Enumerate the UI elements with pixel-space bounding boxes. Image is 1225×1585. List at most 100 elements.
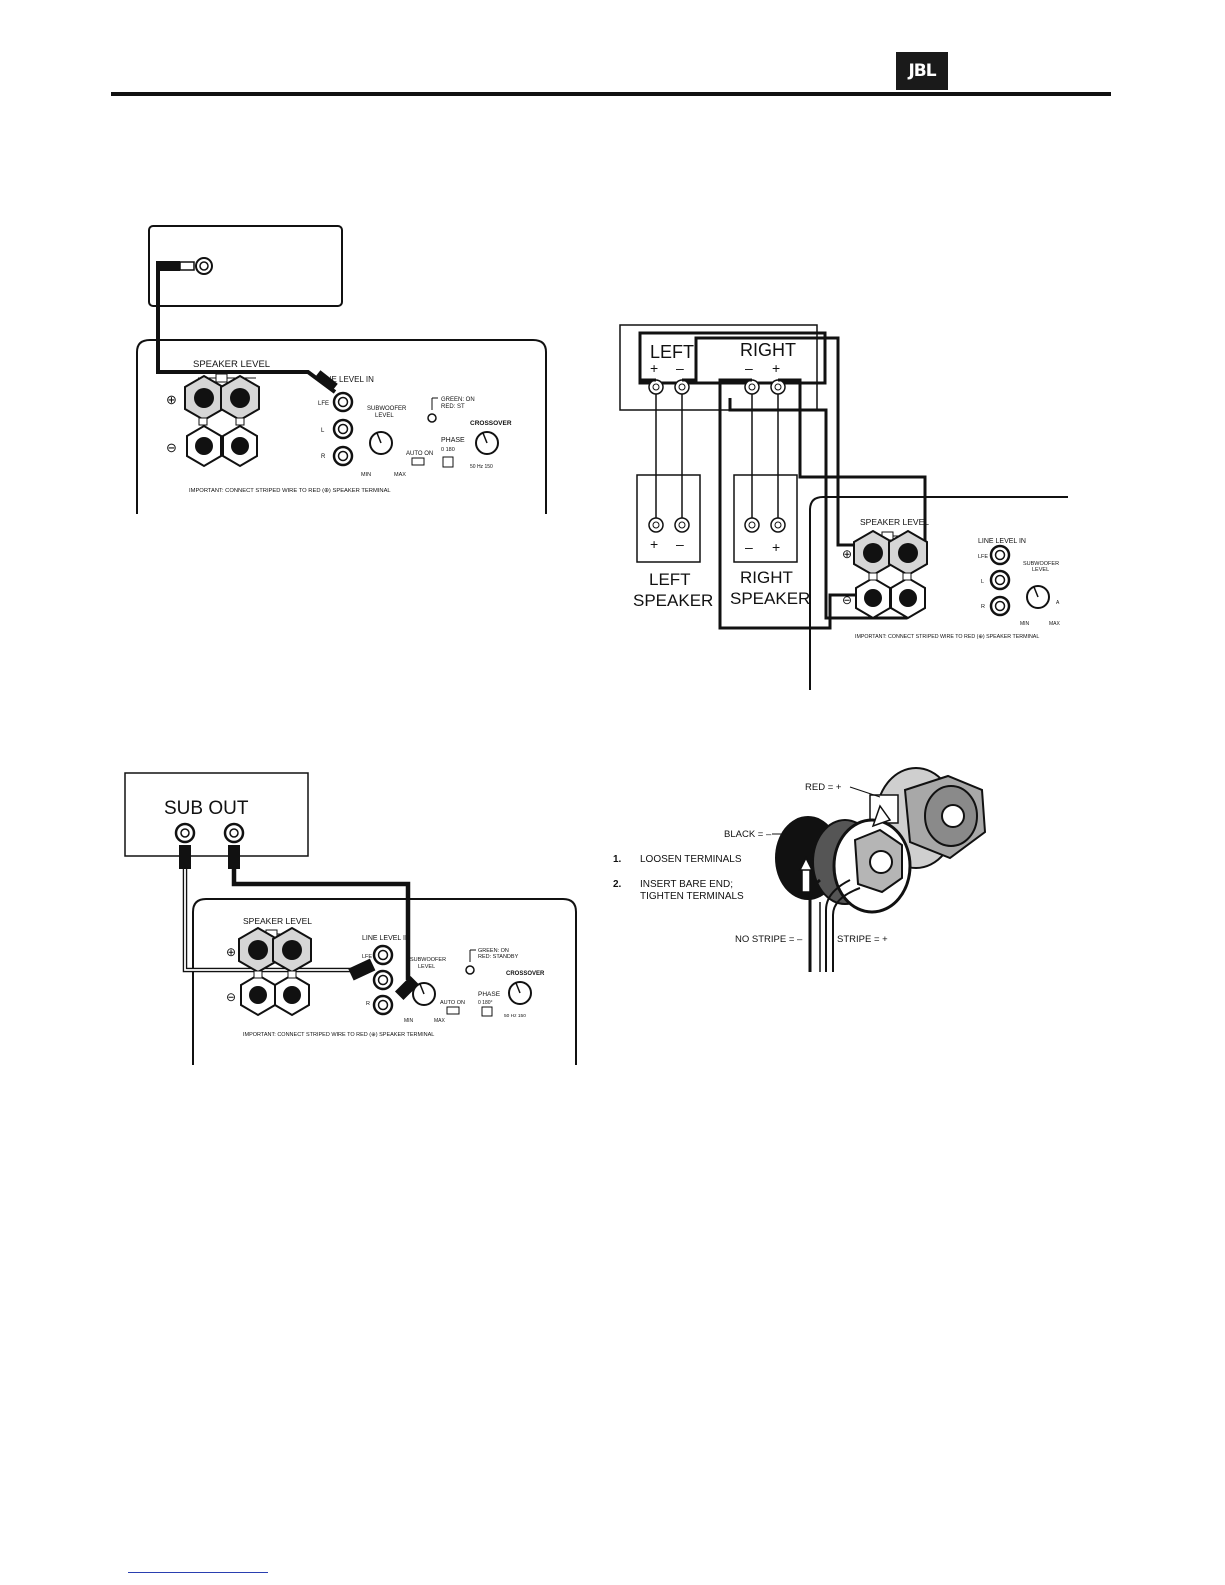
- svg-text:GREEN: ON: GREEN: ON: [478, 948, 509, 954]
- svg-text:L: L: [981, 579, 984, 585]
- important-note: IMPORTANT: CONNECT STRIPED WIRE TO RED (…: [855, 634, 1039, 640]
- svg-text:⊕: ⊕: [842, 547, 852, 561]
- black-label: BLACK = –: [724, 829, 772, 840]
- binding-post: [186, 425, 222, 467]
- receiver-box: [124, 772, 309, 857]
- step-2: INSERT BARE END;: [640, 879, 733, 890]
- svg-text:⊖: ⊖: [226, 990, 236, 1004]
- r-jack: [372, 994, 394, 1016]
- line-cable: [156, 271, 337, 394]
- svg-text:MIN: MIN: [404, 1018, 414, 1024]
- svg-text:TIGHTEN TERMINALS: TIGHTEN TERMINALS: [640, 891, 744, 902]
- svg-text:SPEAKER LEVEL: SPEAKER LEVEL: [243, 916, 312, 926]
- receiver-terminal: [674, 379, 690, 395]
- svg-text:L: L: [321, 428, 325, 434]
- svg-text:SUBWOOFER: SUBWOOFER: [410, 957, 446, 963]
- svg-text:0 180: 0 180: [441, 447, 455, 453]
- svg-text:⊖: ⊖: [166, 440, 177, 455]
- crossover-knob: [475, 431, 499, 455]
- svg-text:LEVEL: LEVEL: [375, 413, 394, 419]
- svg-text:⊖: ⊖: [842, 593, 852, 607]
- svg-text:SPEAKER: SPEAKER: [730, 589, 810, 608]
- binding-post: [274, 974, 310, 1016]
- binding-post: [222, 425, 258, 467]
- important-note: IMPORTANT: CONNECT STRIPED WIRE TO RED (…: [243, 1032, 434, 1038]
- figure-3-sub-out: SUB OUT SPEAKER LEVEL ⊕ ⊖ LINE LEVEL IN …: [124, 772, 577, 1065]
- svg-text:+: +: [650, 360, 658, 376]
- binding-post: [888, 530, 928, 576]
- subwoofer-level-knob: [412, 982, 436, 1006]
- auto-on-switch: [411, 457, 425, 466]
- red-label: RED = +: [805, 782, 842, 793]
- left-speaker-box: [636, 474, 701, 563]
- phase-switch: [442, 456, 454, 468]
- svg-text:R: R: [321, 454, 326, 460]
- lfe-jack: [372, 944, 394, 966]
- svg-text:–: –: [676, 360, 684, 376]
- receiver-box: [148, 225, 343, 307]
- lfe-jack: [332, 391, 354, 413]
- svg-text:LINE LEVEL IN: LINE LEVEL IN: [978, 538, 1026, 545]
- svg-text:2.: 2.: [613, 879, 622, 890]
- binding-post: [238, 927, 278, 973]
- svg-text:MAX: MAX: [394, 472, 406, 478]
- figure-2-speaker-level: LEFT RIGHT + – – + + – LEFT SPEAKER – + …: [619, 324, 1068, 690]
- binding-post: [220, 375, 260, 421]
- svg-text:⊕: ⊕: [226, 945, 236, 959]
- svg-text:A: A: [1056, 600, 1060, 606]
- svg-text:–: –: [676, 536, 684, 552]
- svg-text:LEVEL: LEVEL: [1032, 567, 1049, 573]
- figure-1-line-level: SPEAKER LEVEL ⊕ ⊖ LINE LEVEL IN LFE L R …: [136, 225, 547, 514]
- speaker-terminal: [744, 517, 760, 533]
- speaker-terminal: [770, 517, 786, 533]
- phase-switch: [481, 1006, 493, 1017]
- svg-text:PHASE: PHASE: [441, 437, 465, 444]
- jbl-logo: JBL: [896, 52, 948, 90]
- important-note: IMPORTANT: CONNECT STRIPED WIRE TO RED (…: [189, 488, 391, 494]
- svg-text:RIGHT: RIGHT: [740, 568, 793, 587]
- receiver-terminal: [648, 379, 664, 395]
- svg-text:SUBWOOFER: SUBWOOFER: [1023, 561, 1059, 567]
- receiver-terminal: [744, 379, 760, 395]
- svg-text:SPEAKER: SPEAKER: [633, 591, 713, 610]
- svg-text:–: –: [745, 360, 753, 376]
- svg-text:CROSSOVER: CROSSOVER: [470, 420, 512, 427]
- svg-text:GREEN: ON: GREEN: ON: [441, 397, 475, 403]
- auto-on-switch: [446, 1006, 460, 1015]
- svg-text:AUTO ON: AUTO ON: [406, 451, 433, 457]
- svg-text:50 Hz 150: 50 Hz 150: [470, 464, 493, 470]
- svg-text:SPEAKER LEVEL: SPEAKER LEVEL: [860, 517, 929, 527]
- speaker-terminal: [648, 517, 664, 533]
- svg-text:LFE: LFE: [362, 954, 372, 960]
- svg-text:+: +: [650, 536, 658, 552]
- svg-text:LFE: LFE: [318, 401, 329, 407]
- subwoofer-level-knob: [369, 431, 393, 455]
- svg-text:MIN: MIN: [1020, 621, 1030, 627]
- stripe-label: STRIPE = +: [837, 934, 888, 945]
- svg-text:LEFT: LEFT: [649, 570, 691, 589]
- svg-text:–: –: [745, 539, 753, 555]
- l-jack: [372, 969, 394, 991]
- svg-text:1.: 1.: [613, 854, 622, 865]
- step-1: LOOSEN TERMINALS: [640, 854, 742, 865]
- speaker-level-label: SPEAKER LEVEL: [193, 359, 270, 370]
- line-level-in-label: LINE LEVEL IN: [319, 375, 374, 384]
- binding-post: [240, 974, 276, 1016]
- no-stripe-label: NO STRIPE = –: [735, 934, 803, 945]
- svg-text:+: +: [772, 360, 780, 376]
- power-led: [465, 965, 475, 975]
- footer-link-underline: [128, 1572, 268, 1573]
- power-led: [427, 413, 437, 423]
- subwoofer-level-knob: [1026, 585, 1050, 609]
- sub-out-label: SUB OUT: [164, 798, 249, 819]
- sub-panel-outline: [192, 898, 577, 1065]
- svg-text:0 180°: 0 180°: [478, 1000, 493, 1006]
- lfe-jack: [989, 544, 1011, 566]
- binding-post: [890, 577, 926, 619]
- r-jack: [989, 595, 1011, 617]
- sub-panel-outline: [809, 496, 1068, 690]
- svg-text:PHASE: PHASE: [478, 991, 501, 998]
- r-jack: [332, 445, 354, 467]
- svg-text:50 Hz 150: 50 Hz 150: [504, 1013, 526, 1019]
